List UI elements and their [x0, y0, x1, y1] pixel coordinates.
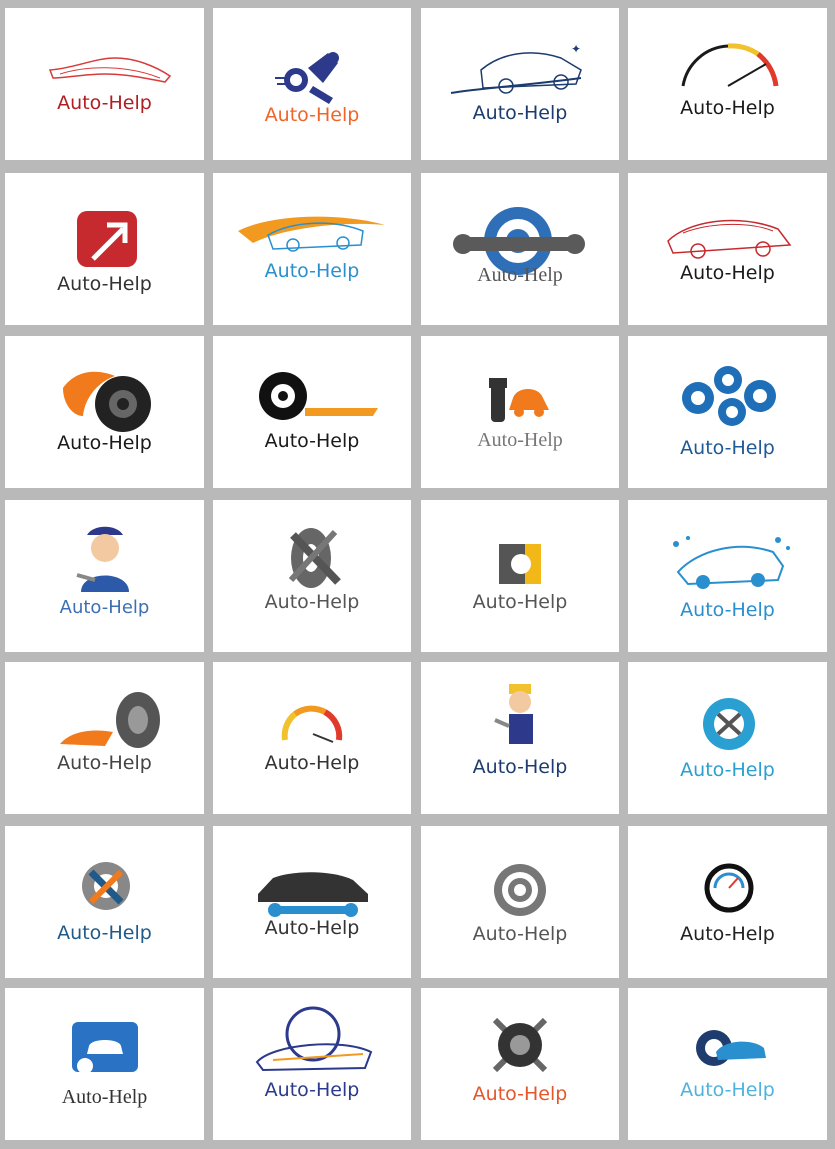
logo-tile[interactable]: Auto-Help [421, 500, 619, 652]
gear-icon [494, 864, 546, 916]
logo-tile[interactable]: Auto-Help [213, 173, 411, 325]
logo-tile[interactable]: Auto-Help [421, 988, 619, 1140]
tire-icon [63, 371, 151, 432]
car-outline-icon [48, 57, 172, 83]
logo-tile[interactable]: Auto-Help [5, 662, 204, 814]
logo-text: Auto-Help [680, 437, 775, 459]
logo-text: Auto-Help [477, 429, 563, 451]
gear-wrench-icon [453, 207, 585, 275]
wrench-icon [499, 544, 541, 584]
logo-text: Auto-Help [57, 922, 152, 944]
car-outline-icon [238, 216, 385, 252]
car-gear-icon [72, 1022, 138, 1074]
logo-tile[interactable]: Auto-Help [628, 826, 827, 978]
logo-text: Auto-Help [264, 430, 360, 452]
logo-tile[interactable]: Auto-Help [421, 336, 619, 488]
mechanic-icon [494, 684, 533, 744]
car-outline-icon: ✦ [450, 42, 582, 94]
logo-tile[interactable]: ✦ Auto-Help [421, 8, 619, 160]
logo-tile[interactable]: Auto-Help [213, 988, 411, 1140]
logo-tile[interactable]: Auto-Help [628, 336, 827, 488]
wrench-car-icon [489, 378, 549, 422]
logo-text: Auto-Help [57, 92, 152, 114]
logo-tile[interactable]: Auto-Help [628, 173, 827, 325]
logo-tile[interactable]: Auto-Help [5, 988, 204, 1140]
logo-tile[interactable]: Auto-Help [5, 826, 204, 978]
logo-text: Auto-Help [472, 923, 568, 945]
logo-text: Auto-Help [264, 260, 360, 282]
logo-tile[interactable]: Auto-Help [213, 500, 411, 652]
logo-tile[interactable]: Auto-Help [628, 988, 827, 1140]
logo-text: Auto-Help [57, 752, 152, 774]
logo-text: Auto-Help [264, 917, 360, 939]
logo-tile[interactable]: Auto-Help [628, 662, 827, 814]
logo-tile[interactable]: Auto-Help [213, 336, 411, 488]
logo-text: Auto-Help [472, 591, 568, 613]
car-gear-icon [696, 1030, 766, 1066]
logo-tile[interactable]: Auto-Help [213, 826, 411, 978]
tire-icon [60, 692, 160, 748]
tire-wrench-icon [288, 528, 341, 588]
logo-text: Auto-Help [264, 591, 360, 613]
logo-tile[interactable]: Auto-Help [421, 662, 619, 814]
gear-icon [682, 366, 776, 426]
speedometer-icon [681, 43, 779, 87]
logo-text: Auto-Help [472, 756, 568, 778]
gear-tools-icon [82, 862, 130, 910]
logo-tile[interactable]: Auto-Help [5, 8, 204, 160]
logo-text: Auto-Help [472, 102, 568, 124]
logo-text: Auto-Help [680, 923, 775, 945]
logo-tile[interactable]: Auto-Help [5, 173, 204, 325]
car-clock-icon [255, 1006, 373, 1072]
logo-text: Auto-Help [477, 264, 563, 286]
gear-tools-icon [703, 698, 755, 750]
robot-icon [275, 52, 339, 104]
arrow-icon [77, 211, 137, 267]
logo-tile[interactable]: Auto-Help [628, 500, 827, 652]
gauge-icon [281, 705, 343, 743]
logo-text: Auto-Help [264, 104, 360, 126]
logo-text: Auto-Help [264, 1079, 360, 1101]
logo-text: Auto-Help [680, 759, 775, 781]
logo-tile[interactable]: Auto-Help [213, 8, 411, 160]
logo-text: Auto-Help [680, 97, 775, 119]
logo-tile[interactable]: Auto-Help [628, 8, 827, 160]
logo-tile[interactable]: Auto-Help [5, 500, 204, 652]
logo-text: Auto-Help [472, 1083, 568, 1105]
logo-text: Auto-Help [59, 597, 150, 618]
gauge-icon [704, 863, 754, 913]
logo-tile[interactable]: Auto-Help [5, 336, 204, 488]
logo-text: Auto-Help [680, 262, 775, 284]
logo-text: Auto-Help [57, 273, 152, 295]
car-wash-icon [673, 536, 790, 589]
tire-icon [259, 372, 378, 420]
wheel-wrench-icon [492, 1017, 548, 1073]
logo-tile[interactable]: Auto-Help [421, 173, 619, 325]
car-wrench-icon [258, 872, 368, 917]
logo-text: Auto-Help [680, 1079, 775, 1101]
svg-text:✦: ✦ [571, 42, 581, 56]
logo-tile[interactable]: Auto-Help [421, 826, 619, 978]
logo-text: Auto-Help [61, 1086, 148, 1108]
logo-text: Auto-Help [264, 752, 360, 774]
logo-text: Auto-Help [57, 432, 152, 454]
mechanic-icon [76, 526, 129, 592]
car-outline-icon [667, 219, 792, 259]
logo-tile[interactable]: Auto-Help [213, 662, 411, 814]
logo-text: Auto-Help [680, 599, 775, 621]
